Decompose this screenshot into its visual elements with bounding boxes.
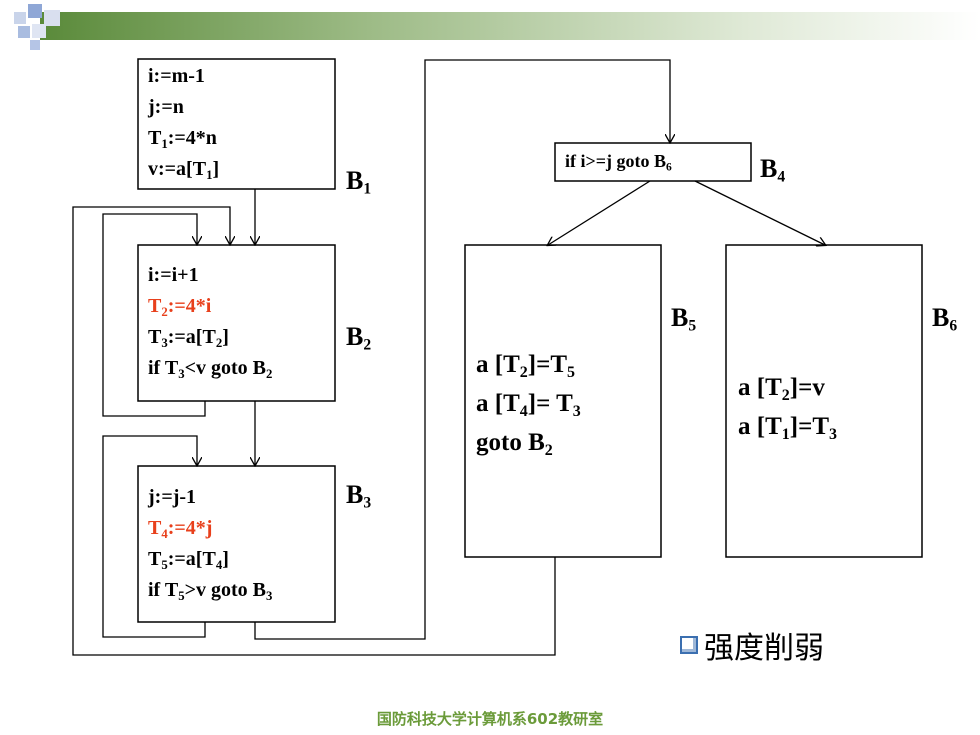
code-line: if T5>v goto B3 — [148, 579, 273, 603]
code-line: if T3<v goto B2 — [148, 357, 273, 381]
block-b3-label: B3 — [346, 480, 372, 512]
edge-b3-b4 — [254, 59, 670, 640]
block-b4-box — [554, 142, 752, 182]
block-b4-code: if i>=j goto B6 — [565, 152, 672, 180]
edge-b4-b6 — [694, 180, 825, 245]
block-b1-label: B1 — [346, 166, 372, 198]
edge-b4-b5 — [548, 180, 651, 245]
bullet-square-icon — [680, 636, 698, 654]
code-line: i:=i+1 — [148, 264, 199, 286]
block-b2-box — [137, 244, 336, 402]
block-b5-label: B5 — [671, 303, 697, 335]
block-b6-label: B6 — [932, 303, 958, 335]
code-line: if i>=j goto B6 — [565, 151, 672, 174]
code-line: T2:=4*i — [148, 295, 212, 319]
footer-text: 国防科技大学计算机系602教研室 — [376, 710, 604, 728]
edge-b5-b2 — [72, 206, 556, 656]
bullet-item: 强度削弱 — [680, 623, 824, 667]
edge-b2-loop — [102, 213, 206, 417]
block-b3-box — [137, 465, 336, 623]
block-b1-box — [137, 58, 336, 190]
code-line: j:=j-1 — [148, 486, 197, 508]
block-b5-box — [464, 244, 662, 558]
edge-b3-loop — [102, 435, 206, 638]
code-line: v:=a[T1] — [148, 158, 220, 182]
header-bar — [40, 12, 980, 40]
block-b4-label: B4 — [760, 154, 786, 186]
code-line: i:=m-1 — [148, 65, 205, 87]
code-line: T5:=a[T4] — [148, 548, 229, 572]
bullet-text: 强度削弱 — [704, 631, 824, 666]
code-line: a [T2]=v — [738, 374, 825, 404]
code-line: a [T1]=T3 — [738, 412, 837, 443]
code-line: a [T4]= T3 — [476, 389, 581, 420]
block-b6-code: a [T2]=v a [T1]=T3 — [738, 375, 837, 453]
code-line: T3:=a[T2] — [148, 326, 229, 350]
code-line: T4:=4*j — [148, 517, 213, 541]
code-line: goto B2 — [476, 428, 553, 459]
block-b2-label: B2 — [346, 322, 372, 354]
code-line: a [T2]=T5 — [476, 351, 575, 381]
code-line: T1:=4*n — [148, 127, 217, 151]
code-line: j:=n — [148, 96, 184, 118]
block-b5-code: a [T2]=T5 a [T4]= T3 goto B2 — [476, 352, 581, 468]
